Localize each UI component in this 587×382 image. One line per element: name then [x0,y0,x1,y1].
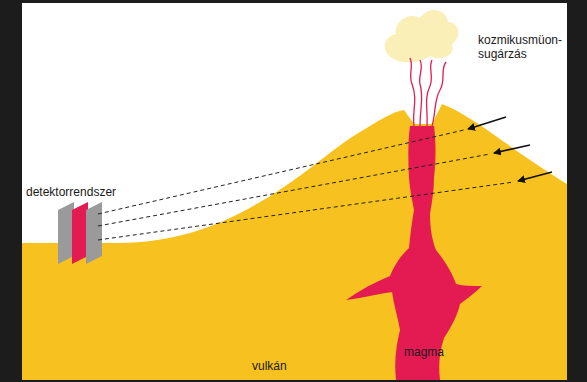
magma-chamber [346,126,482,380]
magma-label: magma [404,346,444,360]
volcano-label: vulkán [252,360,287,374]
detector-plates [58,202,102,264]
muon-paths [98,130,514,240]
white-panel [22,3,567,380]
gas-streaks [410,58,446,126]
radiation-label: kozmikusmüon-sugárzás [478,34,562,62]
volcano-body [22,104,567,380]
eruption-plume [385,10,459,62]
detector-label: detektorrendszer [26,186,116,200]
muon-arrows [468,117,552,181]
